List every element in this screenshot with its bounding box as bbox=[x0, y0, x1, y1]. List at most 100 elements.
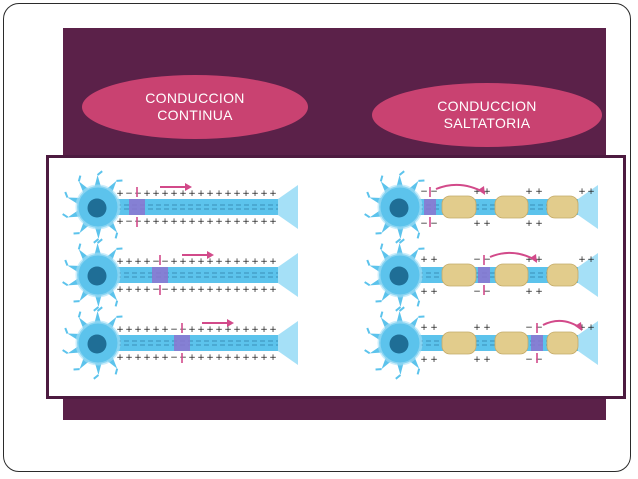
charge-sign: + bbox=[170, 257, 178, 267]
charge-sign: + bbox=[224, 285, 232, 295]
saltatory-conduction-label: CONDUCCION SALTATORIA bbox=[372, 83, 602, 147]
depolarized-segment bbox=[152, 267, 168, 283]
dendrite-branch bbox=[366, 191, 371, 198]
charge-sign: + bbox=[125, 353, 133, 363]
myelin-sheath bbox=[546, 195, 579, 219]
charge-sign: + bbox=[269, 325, 277, 335]
charge-sign: + bbox=[215, 325, 223, 335]
charge-sign: + bbox=[242, 325, 250, 335]
charge-sign: + bbox=[483, 187, 491, 197]
charge-sign: + bbox=[206, 189, 214, 199]
charge-sign: − bbox=[430, 219, 438, 229]
charge-sign: + bbox=[420, 287, 428, 297]
axon bbox=[116, 335, 278, 351]
charge-sign: + bbox=[473, 219, 481, 229]
charge-sign: + bbox=[224, 257, 232, 267]
soma-halo bbox=[377, 252, 423, 298]
saltatory-jump-arrow-head bbox=[530, 254, 537, 263]
charge-sign: + bbox=[206, 257, 214, 267]
charge-sign: − bbox=[179, 353, 187, 363]
myelin-sheath bbox=[546, 331, 579, 355]
dendrite-branch bbox=[96, 170, 103, 176]
charge-sign: − bbox=[525, 323, 533, 333]
charge-sign: − bbox=[483, 287, 491, 297]
dendrite-branch bbox=[62, 349, 69, 355]
dendrite-branch bbox=[64, 191, 69, 198]
dendrite-branch bbox=[96, 306, 103, 312]
myelin-sheath bbox=[546, 263, 579, 287]
axon-terminal bbox=[278, 321, 298, 365]
soma-halo bbox=[377, 184, 423, 230]
charge-sign: + bbox=[197, 257, 205, 267]
charge-sign: + bbox=[224, 217, 232, 227]
nucleus bbox=[87, 266, 107, 286]
charge-sign: + bbox=[134, 353, 142, 363]
charge-sign: + bbox=[420, 323, 428, 333]
charge-sign: + bbox=[525, 219, 533, 229]
charge-sign: + bbox=[161, 353, 169, 363]
charge-sign: + bbox=[224, 353, 232, 363]
saltatory-jump-arrow bbox=[542, 319, 583, 330]
dendrite-branch bbox=[398, 306, 405, 312]
charge-sign: + bbox=[215, 353, 223, 363]
charge-sign: − bbox=[430, 187, 438, 197]
dendrite-branch bbox=[379, 311, 384, 318]
charge-sign: − bbox=[420, 187, 428, 197]
saltatory-conduction-text: CONDUCCION SALTATORIA bbox=[437, 98, 537, 131]
propagation-arrow-head bbox=[227, 319, 234, 327]
dendrite-branch bbox=[395, 238, 402, 244]
charge-sign: + bbox=[269, 285, 277, 295]
dendrite-branch bbox=[77, 311, 82, 318]
charge-sign: + bbox=[161, 325, 169, 335]
charge-sign: + bbox=[197, 285, 205, 295]
myelin-sheath bbox=[441, 263, 477, 287]
dendrite-branch bbox=[379, 175, 384, 182]
charge-sign: + bbox=[134, 285, 142, 295]
charge-sign: + bbox=[242, 257, 250, 267]
charge-sign: + bbox=[420, 355, 428, 365]
charge-sign: + bbox=[420, 255, 428, 265]
charge-sign: − bbox=[161, 285, 169, 295]
charge-sign: − bbox=[134, 217, 142, 227]
soma-halo bbox=[377, 320, 423, 366]
charge-sign: + bbox=[260, 325, 268, 335]
charge-sign: + bbox=[197, 189, 205, 199]
charge-sign: + bbox=[242, 285, 250, 295]
charge-sign: − bbox=[152, 257, 160, 267]
depolarized-node bbox=[478, 267, 490, 283]
charge-sign: + bbox=[116, 353, 124, 363]
depolarized-segment bbox=[174, 335, 190, 351]
charge-sign: + bbox=[179, 189, 187, 199]
propagation-arrow-head bbox=[207, 251, 214, 259]
dendrite-branch bbox=[77, 175, 82, 182]
charge-sign: + bbox=[242, 353, 250, 363]
charge-sign: + bbox=[170, 285, 178, 295]
dendrite-branch bbox=[416, 300, 421, 307]
charge-sign: + bbox=[170, 217, 178, 227]
charge-sign: + bbox=[161, 217, 169, 227]
saltatory-neuron-row: ++++++++−−−−++ bbox=[364, 306, 598, 380]
charge-sign: + bbox=[188, 325, 196, 335]
saltatory-neuron-row: −−−−++++++++++ bbox=[364, 170, 598, 244]
charge-sign: + bbox=[473, 187, 481, 197]
charge-sign: + bbox=[587, 323, 595, 333]
charge-sign: + bbox=[197, 217, 205, 227]
charge-sign: + bbox=[143, 325, 151, 335]
dendrite-branch bbox=[77, 243, 82, 250]
charge-sign: + bbox=[152, 217, 160, 227]
charge-sign: + bbox=[483, 355, 491, 365]
charge-sign: + bbox=[251, 189, 259, 199]
dendrite-branch bbox=[366, 259, 371, 266]
continuous-conduction-text: CONDUCCION CONTINUA bbox=[145, 90, 245, 123]
charge-sign: + bbox=[260, 353, 268, 363]
charge-sign: + bbox=[215, 217, 223, 227]
charge-sign: + bbox=[430, 287, 438, 297]
charge-sign: + bbox=[535, 287, 543, 297]
charge-sign: + bbox=[188, 257, 196, 267]
charge-sign: + bbox=[116, 217, 124, 227]
dendrite-branch bbox=[398, 238, 405, 244]
axon-terminal bbox=[278, 253, 298, 297]
charge-sign: + bbox=[125, 257, 133, 267]
charge-sign: + bbox=[188, 217, 196, 227]
